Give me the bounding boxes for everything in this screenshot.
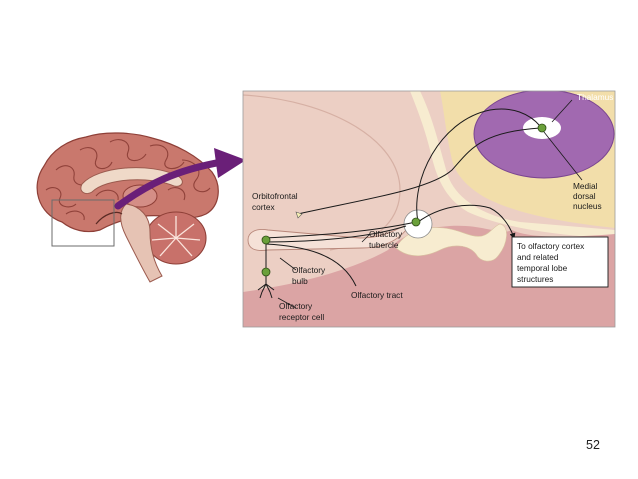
label-medial: Medial <box>573 181 598 191</box>
orbitofrontal-terminal <box>295 211 303 219</box>
page-number: 52 <box>586 438 600 452</box>
medial-dorsal-neuron <box>537 123 547 133</box>
label-cortex: cortex <box>252 202 275 212</box>
label-to-cortex-4: structures <box>517 274 553 284</box>
label-to-cortex-2: and related <box>517 252 559 262</box>
magnify-arrow <box>114 148 246 210</box>
leader-lines <box>277 99 583 309</box>
label-orbitofrontal: Orbitofrontal <box>252 191 298 201</box>
label-olfactory-tubercle-2: tubercle <box>369 240 399 250</box>
label-olfactory-tubercle-1: Olfactory <box>369 229 403 239</box>
label-thalamus: Thalamus <box>577 92 613 102</box>
corpus-callosum <box>80 167 183 195</box>
brain-sagittal-illustration <box>36 132 219 283</box>
label-olfactory-receptor-2: receptor cell <box>279 312 324 322</box>
olfactory-cortex-callout-box <box>511 236 609 288</box>
label-nucleus: nucleus <box>573 201 602 211</box>
label-dorsal: dorsal <box>573 191 596 201</box>
region-highlight-box <box>51 199 115 247</box>
tubercle-neuron <box>411 217 421 227</box>
bulb-neuron <box>261 235 271 245</box>
label-to-cortex-3: temporal lobe <box>517 263 568 273</box>
neuron-cells <box>261 123 547 277</box>
label-to-cortex-1: To olfactory cortex <box>517 241 585 251</box>
receptor-neuron <box>261 267 271 277</box>
label-olfactory-bulb-1: Olfactory <box>292 265 326 275</box>
label-olfactory-tract: Olfactory tract <box>351 290 403 300</box>
thalamus-small <box>122 184 158 208</box>
gyri-texture <box>45 139 211 221</box>
label-olfactory-receptor-1: Olfactory <box>279 301 313 311</box>
label-olfactory-bulb-2: bulb <box>292 276 308 286</box>
detail-panel: Thalamus Medial dorsal nucleus Orbitofro… <box>242 90 616 328</box>
cerebrum <box>36 132 219 233</box>
brainstem <box>120 203 163 283</box>
cerebellum <box>145 211 207 265</box>
neural-pathways <box>257 108 541 299</box>
